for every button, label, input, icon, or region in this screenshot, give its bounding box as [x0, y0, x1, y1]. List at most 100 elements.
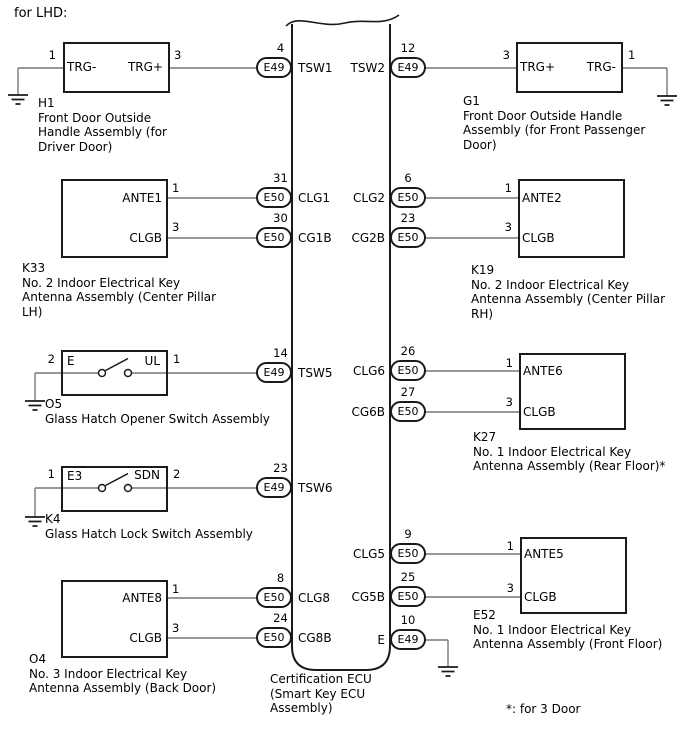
component-label-k33: K33 No. 2 Indoor Electrical Key Antenna …: [22, 261, 216, 319]
label-line: Front Door Outside Handle: [463, 108, 623, 123]
label-line: (Smart Key ECU: [270, 686, 366, 701]
label-line: H1: [38, 96, 55, 110]
component-box-h1: [63, 42, 170, 93]
label-line: Glass Hatch Opener Switch Assembly: [45, 411, 270, 426]
terminal-label: CLGB: [129, 631, 162, 645]
pin-number: 1: [172, 181, 180, 195]
terminal-label: TRG+: [127, 60, 163, 74]
terminal-label: ANTE2: [522, 191, 562, 205]
label-line: Assembly): [270, 701, 333, 715]
label-line: Driver Door): [38, 139, 113, 154]
component-box-g1: [516, 42, 623, 93]
connector-oval: E50: [390, 401, 426, 422]
connector-oval: E49: [256, 57, 292, 78]
ecu-signal: CLG1: [298, 191, 330, 205]
component-label-o4: O4 No. 3 Indoor Electrical Key Antenna A…: [29, 652, 216, 696]
pin-number: 27: [400, 385, 416, 399]
label-line: No. 1 Indoor Electrical Key: [473, 622, 632, 637]
component-box-o4: [61, 580, 168, 658]
ecu-signal: E: [377, 633, 385, 647]
pin-number: 1: [172, 582, 180, 596]
component-label-h1: H1 Front Door Outside Handle Assembly (f…: [38, 96, 167, 154]
component-label-k27: K27 No. 1 Indoor Electrical Key Antenna …: [473, 430, 665, 474]
ecu-signal: CLG2: [353, 191, 385, 205]
label-line: Antenna Assembly (Front Floor): [473, 637, 663, 651]
component-label-g1: G1 Front Door Outside Handle Assembly (f…: [463, 94, 645, 152]
ecu-signal: TSW1: [298, 61, 333, 75]
label-line: Front Door Outside: [38, 110, 152, 125]
label-line: No. 1 Indoor Electrical Key: [473, 444, 632, 459]
connector-code: E49: [263, 481, 285, 494]
component-label-k4: K4 Glass Hatch Lock Switch Assembly: [45, 512, 253, 541]
page-title: for LHD:: [14, 6, 68, 21]
pin-number: 1: [505, 356, 513, 370]
connector-code: E49: [263, 61, 285, 74]
label-line: K4: [45, 512, 61, 526]
pin-number: 4: [276, 41, 285, 55]
label-line: No. 3 Indoor Electrical Key: [29, 666, 188, 681]
connector-code: E50: [397, 364, 419, 377]
connector-code: E50: [397, 590, 419, 603]
label-line: Antenna Assembly (Center Pillar: [22, 290, 217, 304]
switch-contact: [97, 368, 107, 378]
connector-code: E50: [397, 405, 419, 418]
ecu-signal: CLG8: [298, 591, 330, 605]
pin-number: 3: [506, 581, 514, 595]
pin-number: 31: [273, 171, 288, 185]
switch-contact: [123, 368, 133, 378]
pin-number: 26: [400, 344, 416, 358]
terminal-label: E: [67, 354, 75, 368]
ecu-signal: CG6B: [351, 405, 385, 419]
pin-number: 30: [273, 211, 288, 225]
pin-number: 3: [174, 48, 182, 62]
label-line: Antenna Assembly (Back Door): [29, 681, 217, 695]
switch-contact: [123, 483, 133, 493]
connector-oval: E50: [390, 543, 426, 564]
ecu-label: Certification ECU (Smart Key ECU Assembl…: [270, 672, 372, 716]
component-box-k19: [518, 179, 625, 258]
connector-code: E49: [397, 633, 419, 646]
label-line: Handle Assembly (for: [38, 125, 167, 139]
terminal-label: CLGB: [129, 231, 162, 245]
component-box-k33: [61, 179, 168, 258]
pin-number: 10: [400, 613, 416, 627]
label-line: Assembly (for Front Passenger: [463, 123, 646, 137]
pin-number: 9: [404, 527, 412, 541]
connector-code: E50: [397, 231, 419, 244]
wires: [17, 67, 668, 667]
component-box-e52: [520, 537, 627, 614]
connector-code: E49: [263, 366, 285, 379]
pin-number: 1: [47, 467, 55, 481]
label-line: Certification ECU: [270, 672, 372, 686]
pin-number: 14: [273, 346, 288, 360]
label-line: Antenna Assembly (Rear Floor)*: [473, 459, 666, 473]
component-box-k4: [61, 466, 168, 512]
connector-oval: E49: [256, 477, 292, 498]
pin-number: 23: [400, 211, 416, 225]
label-line: Door): [463, 137, 497, 152]
ground-icon: [8, 94, 28, 105]
ground-icon: [25, 400, 45, 411]
label-line: No. 2 Indoor Electrical Key: [22, 275, 181, 290]
label-line: K19: [471, 263, 495, 277]
terminal-label: TRG-: [586, 60, 616, 74]
pin-number: 3: [502, 48, 510, 62]
label-line: K33: [22, 261, 46, 275]
connector-code: E50: [263, 631, 285, 644]
component-label-k19: K19 No. 2 Indoor Electrical Key Antenna …: [471, 263, 665, 321]
connector-code: E50: [263, 191, 285, 204]
pin-number: 3: [172, 621, 180, 635]
pin-number: 3: [504, 220, 512, 234]
pin-number: 23: [273, 461, 288, 475]
pin-number: 1: [506, 539, 514, 553]
ground-symbols: [8, 94, 677, 677]
connector-code: E50: [397, 547, 419, 560]
label-line: K27: [473, 430, 497, 444]
ecu-signal: CG1B: [298, 231, 332, 245]
component-label-o5: O5 Glass Hatch Opener Switch Assembly: [45, 397, 270, 426]
connector-code: E50: [397, 191, 419, 204]
switch-blade: [105, 357, 129, 372]
ecu-signal: CG8B: [298, 631, 332, 645]
terminal-label: CLGB: [524, 590, 557, 604]
component-box-o5: [61, 350, 168, 396]
